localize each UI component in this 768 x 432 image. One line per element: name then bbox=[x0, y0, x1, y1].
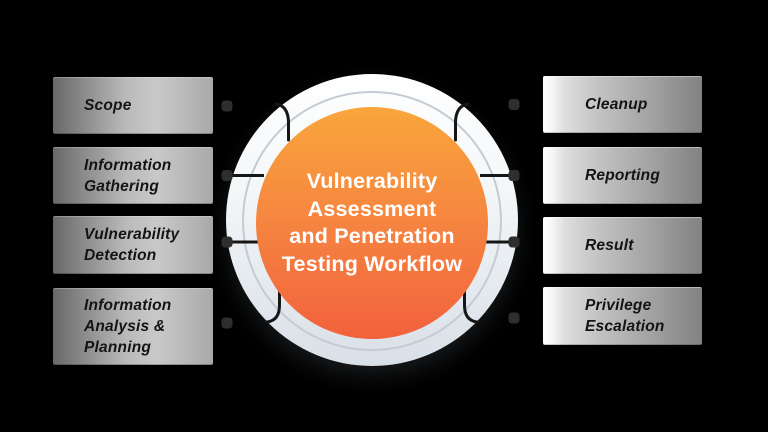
stage-label-information-analysis-planning: Information Analysis & Planning bbox=[84, 297, 172, 356]
stage-box-privilege-escalation: Privilege Escalation bbox=[543, 287, 702, 345]
connector-dot-privilege-escalation bbox=[508, 312, 520, 324]
workflow-title-line-4: Testing Workflow bbox=[281, 251, 463, 276]
connector-dot-information-gathering bbox=[221, 170, 233, 181]
workflow-ring-outline bbox=[242, 91, 502, 351]
workflow-title: Vulnerability Assessment and Penetration… bbox=[282, 168, 462, 278]
stage-label-privilege-escalation: Privilege Escalation bbox=[585, 297, 665, 335]
connector-hook-privilege-escalation bbox=[463, 288, 479, 324]
connector-hook-scope bbox=[274, 102, 290, 142]
workflow-title-line-1: Vulnerability bbox=[306, 169, 438, 193]
stage-label-scope: Scope bbox=[84, 97, 132, 114]
stage-label-cleanup: Cleanup bbox=[585, 96, 648, 113]
connector-dot-reporting bbox=[508, 170, 520, 181]
connector-dot-scope bbox=[221, 100, 233, 112]
stage-box-vulnerability-detection: Vulnerability Detection bbox=[53, 216, 213, 274]
connector-dot-cleanup bbox=[508, 99, 520, 110]
stage-box-reporting: Reporting bbox=[543, 147, 702, 204]
stage-box-information-gathering: Information Gathering bbox=[53, 147, 213, 204]
workflow-title-line-2: Assessment bbox=[307, 196, 437, 221]
workflow-title-line-3: and Penetration bbox=[289, 224, 455, 248]
connector-hook-information-analysis bbox=[265, 288, 281, 324]
stage-box-cleanup: Cleanup bbox=[543, 76, 702, 133]
stage-box-information-analysis-planning: Information Analysis & Planning bbox=[53, 288, 213, 365]
stage-label-vulnerability-detection: Vulnerability Detection bbox=[84, 226, 180, 264]
stage-box-scope: Scope bbox=[53, 77, 213, 134]
connector-dot-information-analysis bbox=[221, 317, 233, 329]
stage-label-information-gathering: Information Gathering bbox=[84, 156, 172, 195]
connector-hook-cleanup bbox=[454, 102, 470, 142]
stage-label-result: Result bbox=[585, 237, 634, 254]
stage-box-result: Result bbox=[543, 217, 702, 274]
stage-label-reporting: Reporting bbox=[585, 167, 660, 184]
connector-dot-vulnerability-detection bbox=[221, 236, 233, 248]
connector-dot-result bbox=[508, 236, 520, 248]
workflow-center-circle: Vulnerability Assessment and Penetration… bbox=[256, 107, 488, 339]
